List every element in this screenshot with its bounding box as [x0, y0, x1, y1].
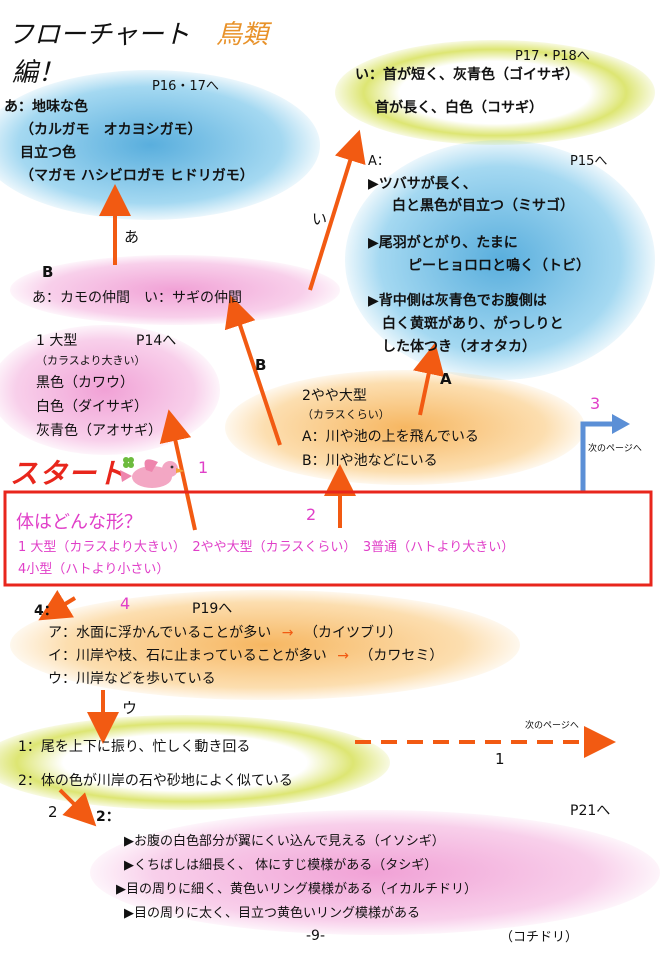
a-box-line3: 目立つ色	[20, 145, 76, 161]
medium-box-blob	[225, 370, 585, 485]
B-box-blob	[10, 255, 340, 325]
large-box-note: （カラスより大きい）	[36, 354, 146, 367]
small-box-line1-arrow: →	[281, 625, 294, 641]
small-box-line2-arrow: →	[337, 648, 349, 664]
A-box-page: P15へ	[570, 154, 608, 169]
A-box-line2: 白と黒色が目立つ（ミサゴ）	[392, 198, 574, 214]
A-box-line6: 白く黄斑があり、がっしりと	[382, 316, 564, 332]
small-box-line1-bird: （カイツブリ）	[303, 625, 402, 641]
final-box-blob	[90, 810, 660, 935]
arrow-label-3: 3	[590, 394, 601, 413]
B-box-text: あ：カモの仲間 い：サギの仲間	[32, 290, 242, 306]
start-options-line1: 1 大型（カラスより大きい） 2やや大型（カラスくらい） 3普通（ハトより大きい…	[18, 540, 515, 555]
medium-box-line2: A：川や池の上を飛んでいる	[302, 429, 479, 445]
large-box-line4: 灰青色（アオサギ）	[36, 423, 162, 439]
arrow-to-B-box	[224, 294, 282, 446]
a-box-line4: （マガモ ハシビロガモ ヒドリガモ）	[20, 168, 254, 184]
u-box-line2: 2：体の色が川岸の石や砂地によく似ている	[18, 773, 293, 789]
arrow-label-1: 1	[198, 458, 209, 477]
page-number: -9-	[306, 928, 326, 944]
arrow-label-a: あ	[124, 228, 140, 246]
final-box-line2: ▶くちばしは細長く、 体にすじ模様がある（タシギ）	[124, 858, 438, 873]
small-box-label: 4：	[34, 603, 58, 619]
large-box-line1: 1 大型	[36, 333, 78, 349]
start-question: 体はどんな形？	[16, 512, 142, 533]
final-box-line3: ▶目の周りに細く、黄色いリング模様がある（イカルチドリ）	[116, 882, 477, 897]
small-box-line2: イ：川岸や枝、石に止まっていることが多い → （カワセミ）	[48, 645, 443, 665]
arrow-label-i: い	[312, 210, 328, 228]
arrow-label-B: B	[255, 356, 267, 374]
large-box-page: P14へ	[136, 333, 177, 349]
arrow-label-2b: 2	[48, 803, 58, 821]
arrow-label-4: 4	[120, 594, 131, 613]
arrow-label-A: A	[440, 370, 452, 388]
small-box-line1-text: ア：水面に浮かんでいることが多い	[48, 625, 272, 641]
small-box-line2-text: イ：川岸や枝、石に止まっていることが多い	[48, 648, 327, 664]
medium-box-note: （カラスくらい）	[302, 408, 390, 421]
next-page-top: 次のページへ	[588, 444, 642, 454]
small-box-line2-bird: （カワセミ）	[359, 648, 444, 664]
A-box-line1: ▶ツバサが長く、	[368, 176, 477, 192]
A-box-line3: ▶尾羽がとがり、たまに	[368, 235, 518, 251]
arrow-to-i-box	[308, 129, 366, 291]
small-box-page: P19へ	[192, 601, 233, 617]
small-box-line3: ウ：川岸などを歩いている	[48, 671, 216, 687]
start-question-box	[3, 490, 653, 587]
small-box-line1: ア：水面に浮かんでいることが多い → （カイツブリ）	[48, 622, 402, 642]
final-box-label: 2：	[96, 809, 120, 825]
i-box-page: P17・P18へ	[515, 49, 590, 64]
a-box-line1: あ：地味な色	[4, 99, 88, 115]
A-box-line7: した体つき（オオタカ）	[382, 339, 536, 355]
start-label: スタート	[10, 457, 127, 490]
i-box-blob	[335, 40, 655, 145]
a-box-line2: （カルガモ オカヨシガモ）	[20, 122, 202, 138]
B-box-label: B	[42, 263, 54, 281]
A-box-blob	[345, 140, 655, 380]
large-box-line2: 黒色（カワウ）	[36, 375, 134, 391]
u-box-line1: 1：尾を上下に振り、忙しく動き回る	[18, 739, 251, 755]
final-box-page: P21へ	[570, 803, 611, 819]
arrow-to-final-box	[58, 788, 97, 827]
i-box-line1: い：首が短く、灰青色（ゴイサギ）	[355, 67, 579, 83]
i-box-line2: 首が長く、白色（コサギ）	[375, 100, 543, 116]
a-box-page: P16・17へ	[152, 79, 219, 94]
A-box-line4: ピーヒョロロと鳴く（トビ）	[408, 258, 590, 274]
title-line2: 編！	[12, 58, 65, 88]
A-box-label: A：	[368, 154, 390, 169]
arrow-label-u: ウ	[122, 699, 138, 717]
final-box-line5: （コチドリ）	[500, 930, 579, 945]
page-title: フローチャート 鳥類	[8, 14, 268, 51]
small-box-blob	[10, 590, 520, 700]
arrow-label-2: 2	[306, 505, 317, 524]
start-options-line2: 4小型（ハトより小さい）	[18, 562, 170, 577]
final-box-line1: ▶お腹の白色部分が翼にくい込んで見える（イソシギ）	[124, 834, 445, 849]
arrow-to-large-box	[159, 409, 197, 531]
final-box-line4: ▶目の周りに太く、目立つ黄色いリング模様がある	[124, 906, 420, 921]
a-box-blob	[0, 70, 320, 220]
A-box-line5: ▶背中側は灰青色でお腹側は	[368, 293, 547, 309]
title-accent: 鳥類	[216, 20, 269, 50]
blue-arrow-next-page	[580, 421, 615, 492]
arrow-label-1b: 1	[495, 750, 505, 768]
arrow-to-small-box	[38, 590, 77, 621]
title-line1: フローチャート	[8, 20, 190, 50]
bird-icon	[120, 457, 185, 488]
medium-box-line1: 2やや大型	[302, 388, 367, 404]
next-page-bottom: 次のページへ	[525, 721, 579, 731]
arrow-to-A-box	[413, 342, 445, 416]
medium-box-line3: B：川や池などにいる	[302, 453, 438, 469]
large-box-line3: 白色（ダイサギ）	[36, 399, 148, 415]
